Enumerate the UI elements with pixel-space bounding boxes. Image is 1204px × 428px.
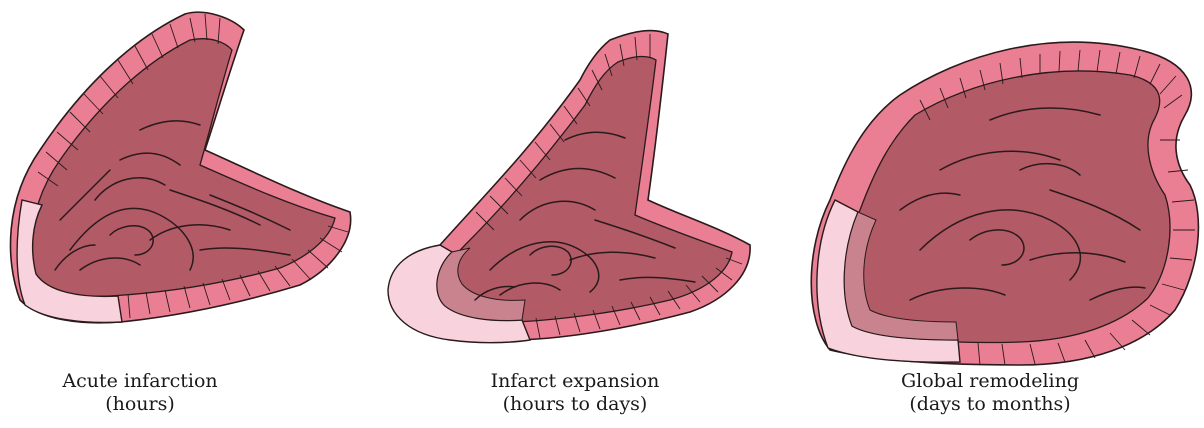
caption-remodeling-title: Global remodeling <box>850 370 1130 393</box>
panel-infarct-expansion: Infarct expansion (hours to days) <box>380 0 780 428</box>
panel-global-remodeling: Global remodeling (days to months) <box>790 0 1204 428</box>
caption-expansion-timeframe: (hours to days) <box>435 393 715 416</box>
caption-expansion-title: Infarct expansion <box>435 370 715 393</box>
heart-section-expansion-illustration <box>380 0 780 370</box>
caption-expansion: Infarct expansion (hours to days) <box>435 370 715 416</box>
heart-section-acute-illustration <box>0 0 380 370</box>
heart-section-remodeling-illustration <box>790 0 1204 370</box>
caption-remodeling-timeframe: (days to months) <box>850 393 1130 416</box>
caption-acute: Acute infarction (hours) <box>0 370 280 416</box>
caption-acute-timeframe: (hours) <box>0 393 280 416</box>
ventricular-cavity <box>32 39 335 297</box>
caption-acute-title: Acute infarction <box>0 370 280 393</box>
caption-remodeling: Global remodeling (days to months) <box>850 370 1130 416</box>
panel-acute-infarction: Acute infarction (hours) <box>0 0 380 428</box>
